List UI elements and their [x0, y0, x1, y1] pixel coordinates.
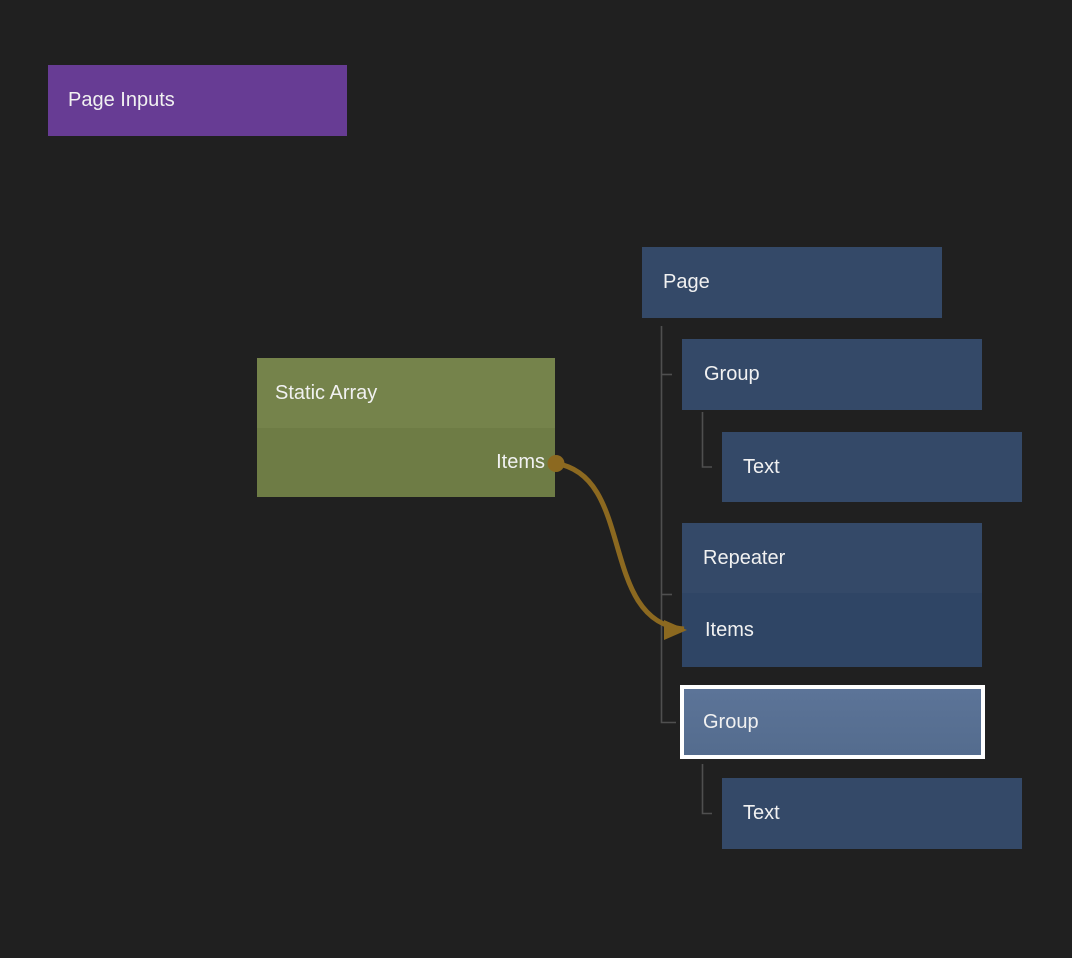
node-repeater-header: Repeater [682, 523, 982, 593]
node-page[interactable]: Page [642, 247, 942, 318]
node-page-inputs-title: Page Inputs [68, 89, 175, 112]
node-text-1-title: Text [743, 456, 780, 479]
input-port-items[interactable]: Items [705, 619, 754, 642]
node-repeater-title: Repeater [703, 547, 785, 570]
node-static-array-header: Static Array [257, 358, 555, 428]
node-static-array-title: Static Array [275, 382, 377, 405]
node-group-1-title: Group [704, 363, 760, 386]
connection-static-array-items-to-repeater-items[interactable] [548, 455, 688, 640]
node-text-1[interactable]: Text [722, 432, 1022, 502]
node-group-2-title: Group [703, 711, 759, 734]
node-page-title: Page [663, 271, 710, 294]
node-text-2-title: Text [743, 802, 780, 825]
node-group-2-selected[interactable]: Group [680, 685, 985, 759]
tree-line-group1-text1 [703, 412, 713, 467]
node-page-inputs[interactable]: Page Inputs [48, 65, 347, 136]
connection-curve[interactable] [556, 464, 684, 630]
node-static-array-output-row: Items [257, 428, 555, 497]
tree-line-page-children [662, 326, 677, 723]
node-static-array[interactable]: Static Array Items [257, 358, 555, 497]
output-port-items[interactable]: Items [496, 451, 545, 474]
tree-line-group2-text2 [703, 764, 713, 814]
node-group-1[interactable]: Group [682, 339, 982, 410]
node-repeater[interactable]: Repeater Items [682, 523, 982, 667]
node-text-2[interactable]: Text [722, 778, 1022, 849]
node-repeater-input-row: Items [682, 593, 982, 667]
